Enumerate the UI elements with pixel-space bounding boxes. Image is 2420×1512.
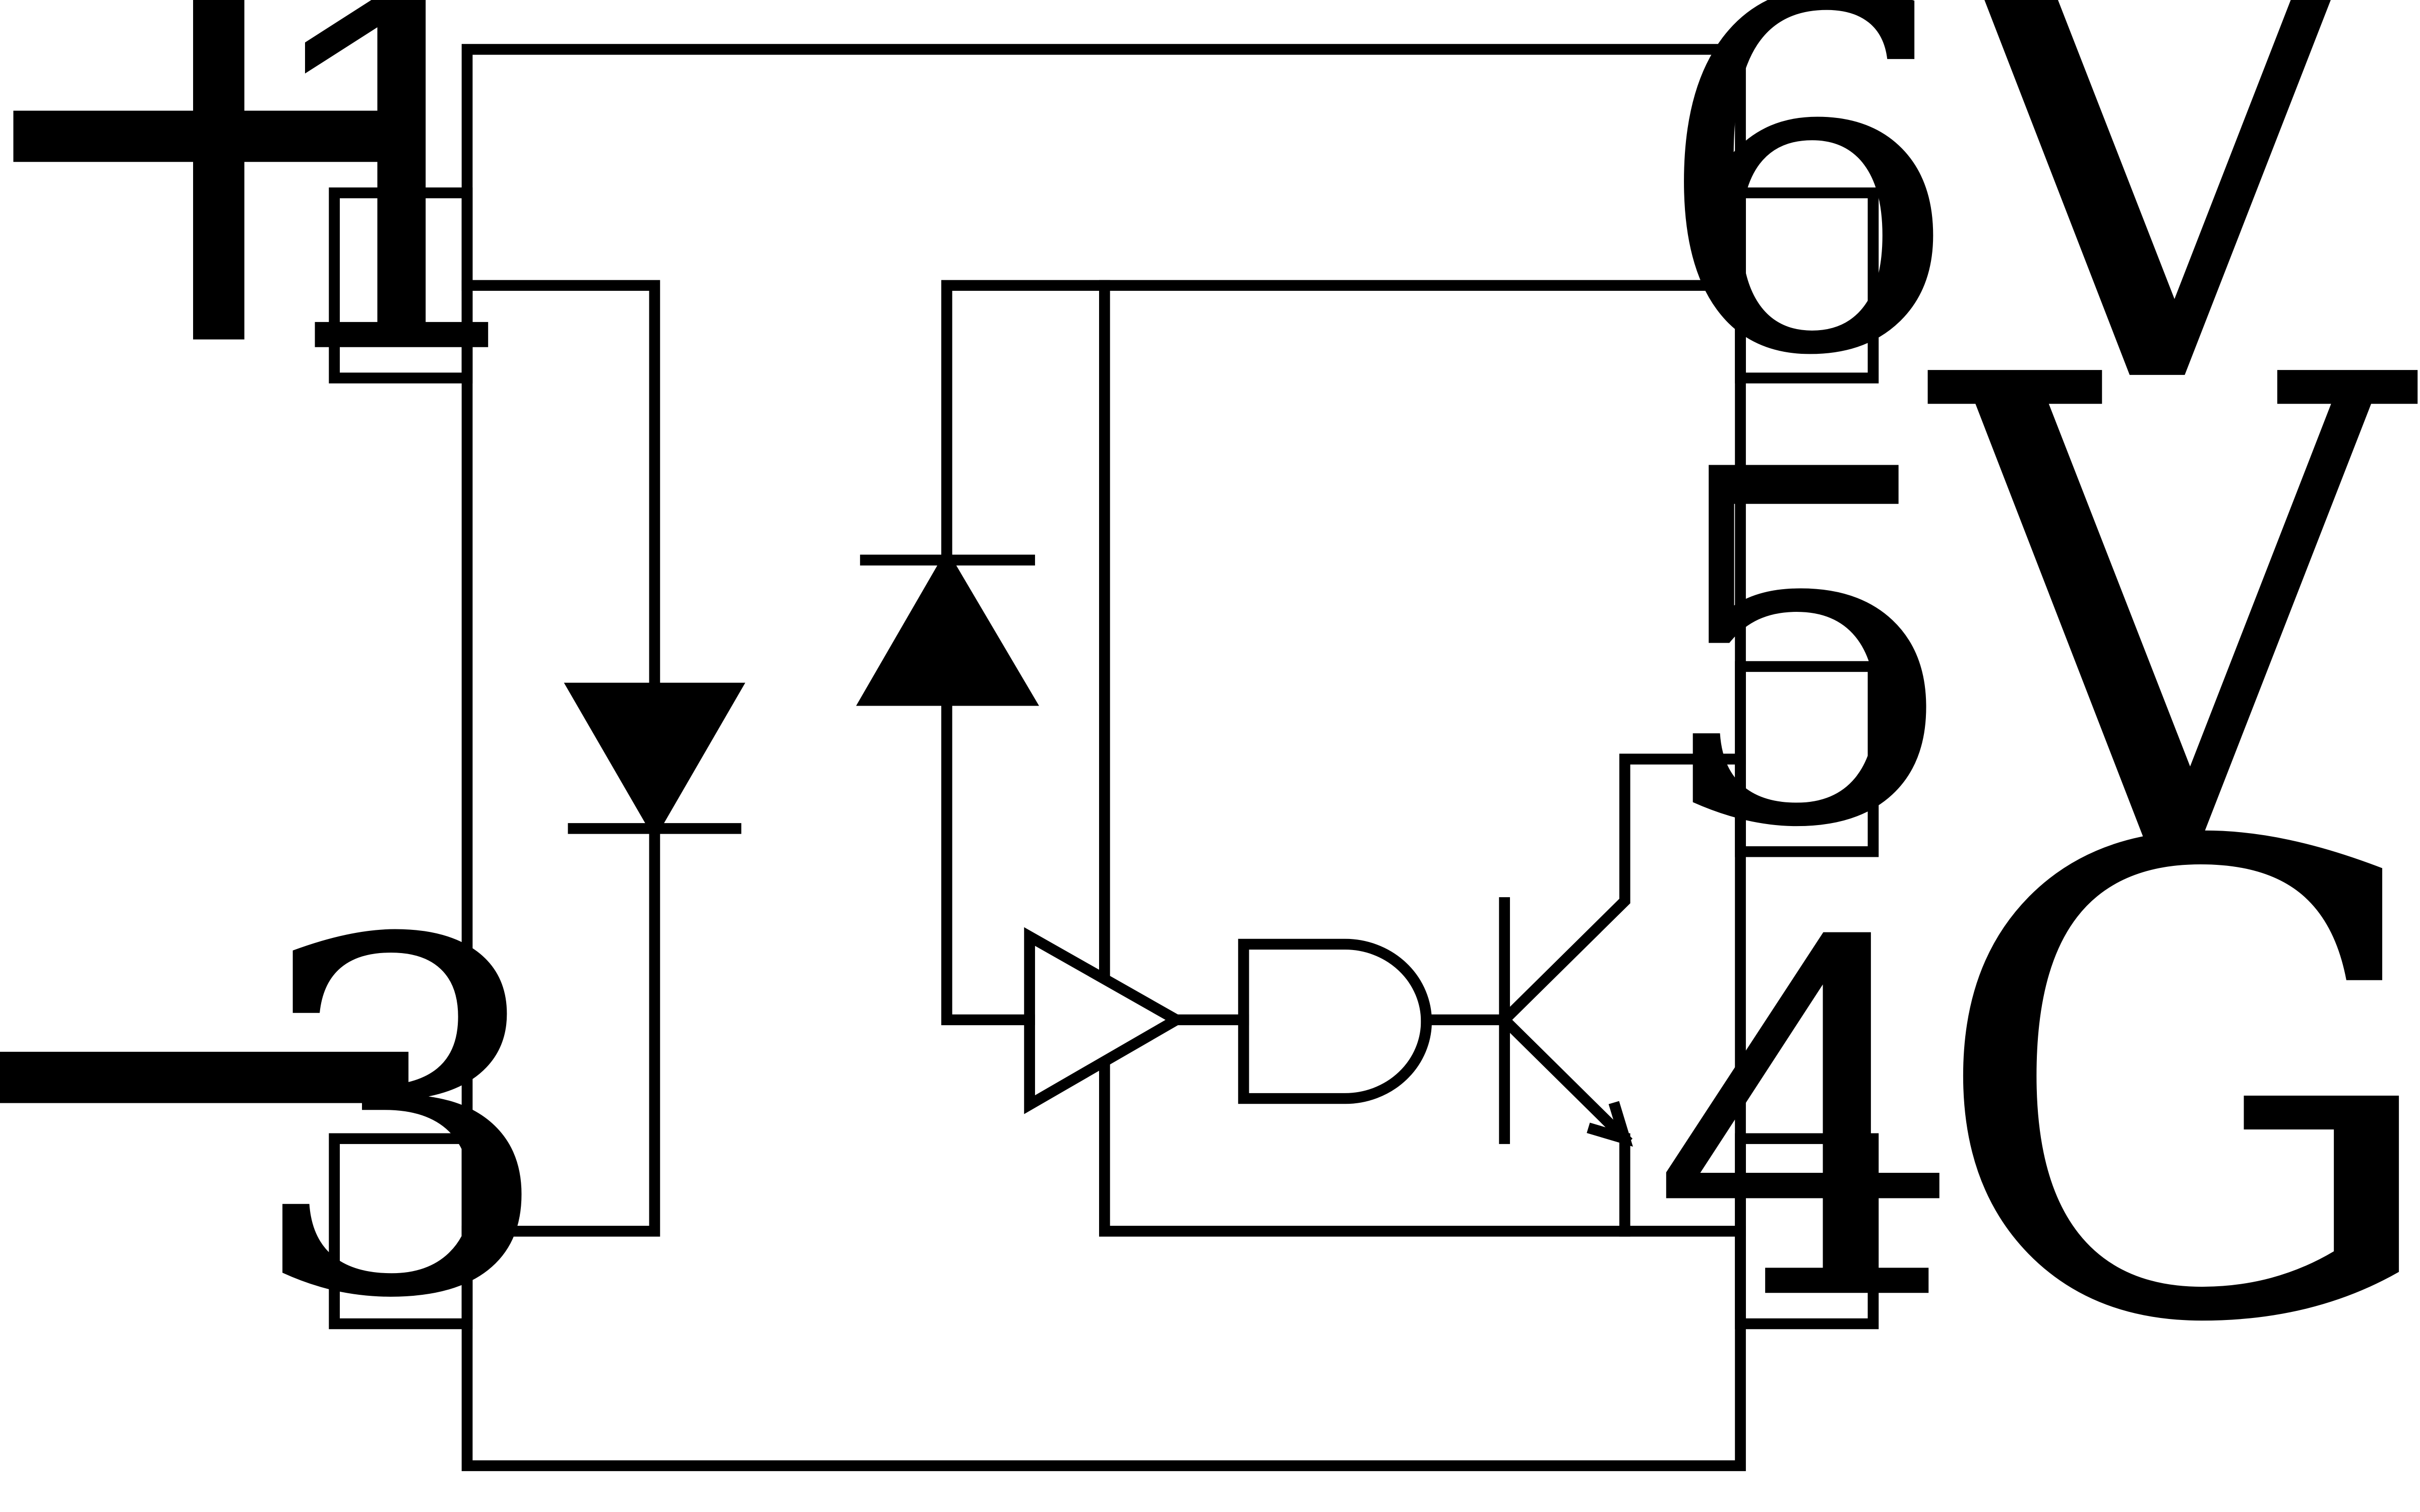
and-gate-icon	[1238, 938, 1432, 1104]
pin-4-label: GND	[1926, 710, 2420, 1465]
led-anode-wire	[461, 280, 660, 694]
pin-6-number: 6	[1651, 0, 1964, 462]
photodiode-top-wire	[941, 280, 1746, 565]
pin-3-label: −	[0, 679, 478, 1434]
photodiode-icon	[856, 549, 1039, 706]
led-diode-icon	[564, 682, 746, 840]
pin-6-label: VCC	[1908, 0, 2420, 528]
pin-1-number: 1	[245, 0, 558, 462]
amplifier-icon	[1024, 927, 1187, 1114]
transistor-collector-wire	[1496, 753, 1746, 1028]
photodiode-bottom-wire	[941, 695, 1035, 1026]
amp-gnd-wire	[1099, 1059, 1746, 1237]
pin-1-label: +	[0, 0, 494, 493]
pin-4-number: 4	[1651, 842, 1964, 1408]
pin-3-number: 3	[245, 839, 558, 1405]
transistor-emitter-wire	[1496, 1012, 1633, 1147]
led-cathode-wire	[461, 823, 660, 1237]
pin-5-number: 5	[1651, 368, 1964, 934]
pin-5-label: VO	[1924, 241, 2420, 996]
